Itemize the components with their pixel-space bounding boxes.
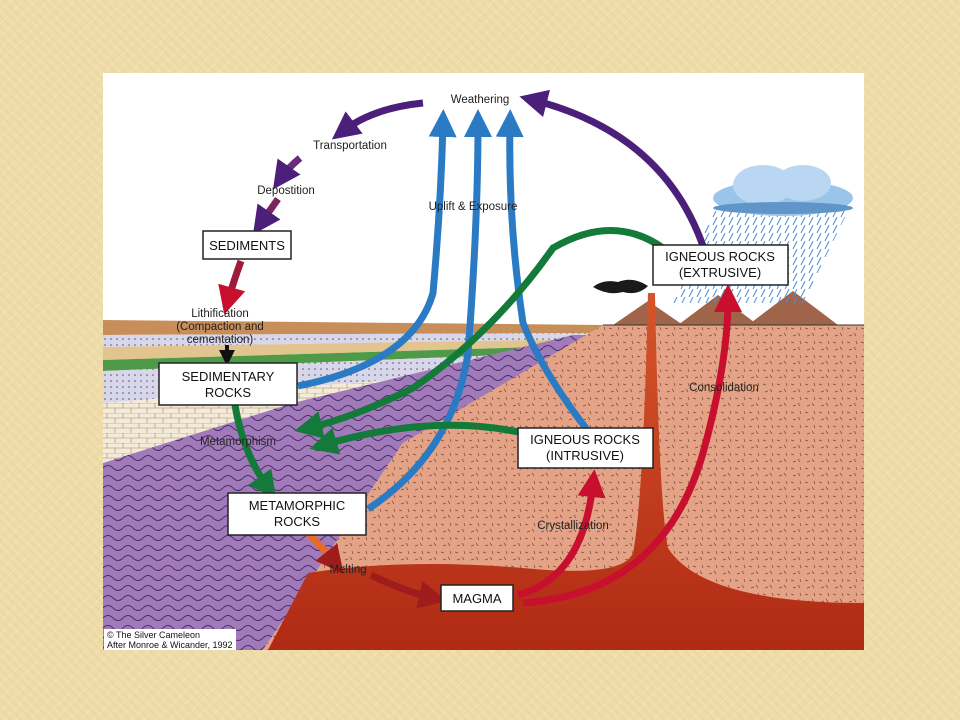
- arrow-uplift-from-intrusive: [495, 109, 591, 434]
- credit-note: © The Silver Cameleon After Monroe & Wic…: [104, 629, 236, 650]
- arrow-sedimentary-to-metamorphic: [231, 404, 277, 500]
- magma-box: MAGMA: [440, 584, 514, 612]
- igneous-intrusive-box: IGNEOUS ROCKS (INTRUSIVE): [517, 427, 654, 469]
- lithification-detail-2: cementation): [187, 334, 254, 346]
- arrow-intrusive-to-metamorphic-zone: [309, 421, 524, 455]
- sedimentary-rocks-box: SEDIMENTARY ROCKS: [158, 362, 298, 406]
- arrow-sediments-to-lithification: [218, 259, 246, 315]
- rock-cycle-diagram: Weathering Transportation Depostition Up…: [103, 73, 864, 650]
- lithification-label: Lithification: [191, 308, 249, 320]
- lithification-detail-1: (Compaction and: [176, 321, 264, 333]
- weathering-label: Weathering: [451, 94, 510, 106]
- transportation-label: Transportation: [313, 140, 387, 152]
- diagram-canvas: Weathering Transportation Depostition Up…: [103, 89, 864, 650]
- svg-text:ROCKS: ROCKS: [274, 514, 321, 529]
- deposition-label: Depostition: [257, 185, 315, 197]
- svg-text:MAGMA: MAGMA: [452, 591, 501, 606]
- uplift-label: Uplift & Exposure: [429, 201, 518, 213]
- arrow-uplift-from-sedimentary: [297, 109, 457, 390]
- arrow-extrusive-to-weathering: [519, 89, 707, 248]
- svg-text:(INTRUSIVE): (INTRUSIVE): [546, 448, 624, 463]
- svg-text:METAMORPHIC: METAMORPHIC: [249, 498, 346, 513]
- arrow-magma-to-extrusive: [522, 284, 742, 607]
- arrow-transportation-to-deposition: [272, 155, 303, 190]
- metamorphism-label: Metamorphism: [200, 436, 276, 448]
- svg-text:(EXTRUSIVE): (EXTRUSIVE): [679, 265, 761, 280]
- svg-text:ROCKS: ROCKS: [205, 385, 252, 400]
- crystallization-label: Crystallization: [537, 520, 609, 532]
- sediments-box: SEDIMENTS: [202, 230, 292, 260]
- arrow-extrusive-to-metamorphic-zone: [294, 227, 666, 439]
- igneous-extrusive-box: IGNEOUS ROCKS (EXTRUSIVE): [652, 244, 789, 286]
- svg-text:SEDIMENTARY: SEDIMENTARY: [182, 369, 275, 384]
- arrow-melting-to-magma: [369, 571, 447, 609]
- svg-text:IGNEOUS ROCKS: IGNEOUS ROCKS: [665, 249, 775, 264]
- svg-text:IGNEOUS ROCKS: IGNEOUS ROCKS: [530, 432, 640, 447]
- volcano-smoke-icon: [593, 279, 648, 294]
- metamorphic-rocks-box: METAMORPHIC ROCKS: [227, 492, 367, 536]
- credit-line-1: © The Silver Cameleon: [107, 630, 201, 640]
- rain-cloud-icon: [673, 165, 853, 303]
- melting-label: Melting: [329, 564, 366, 576]
- magma-chamber: [268, 293, 864, 650]
- arrow-magma-to-intrusive: [517, 469, 606, 599]
- credit-line-2: After Monroe & Wicander, 1992: [107, 640, 233, 650]
- svg-text:SEDIMENTS: SEDIMENTS: [209, 238, 285, 253]
- arrow-uplift-from-metamorphic: [366, 109, 492, 512]
- arrow-weathering-to-transportation: [331, 99, 424, 140]
- consolidation-label: Consolidation: [689, 382, 759, 394]
- arrow-deposition-to-sediments: [252, 196, 281, 235]
